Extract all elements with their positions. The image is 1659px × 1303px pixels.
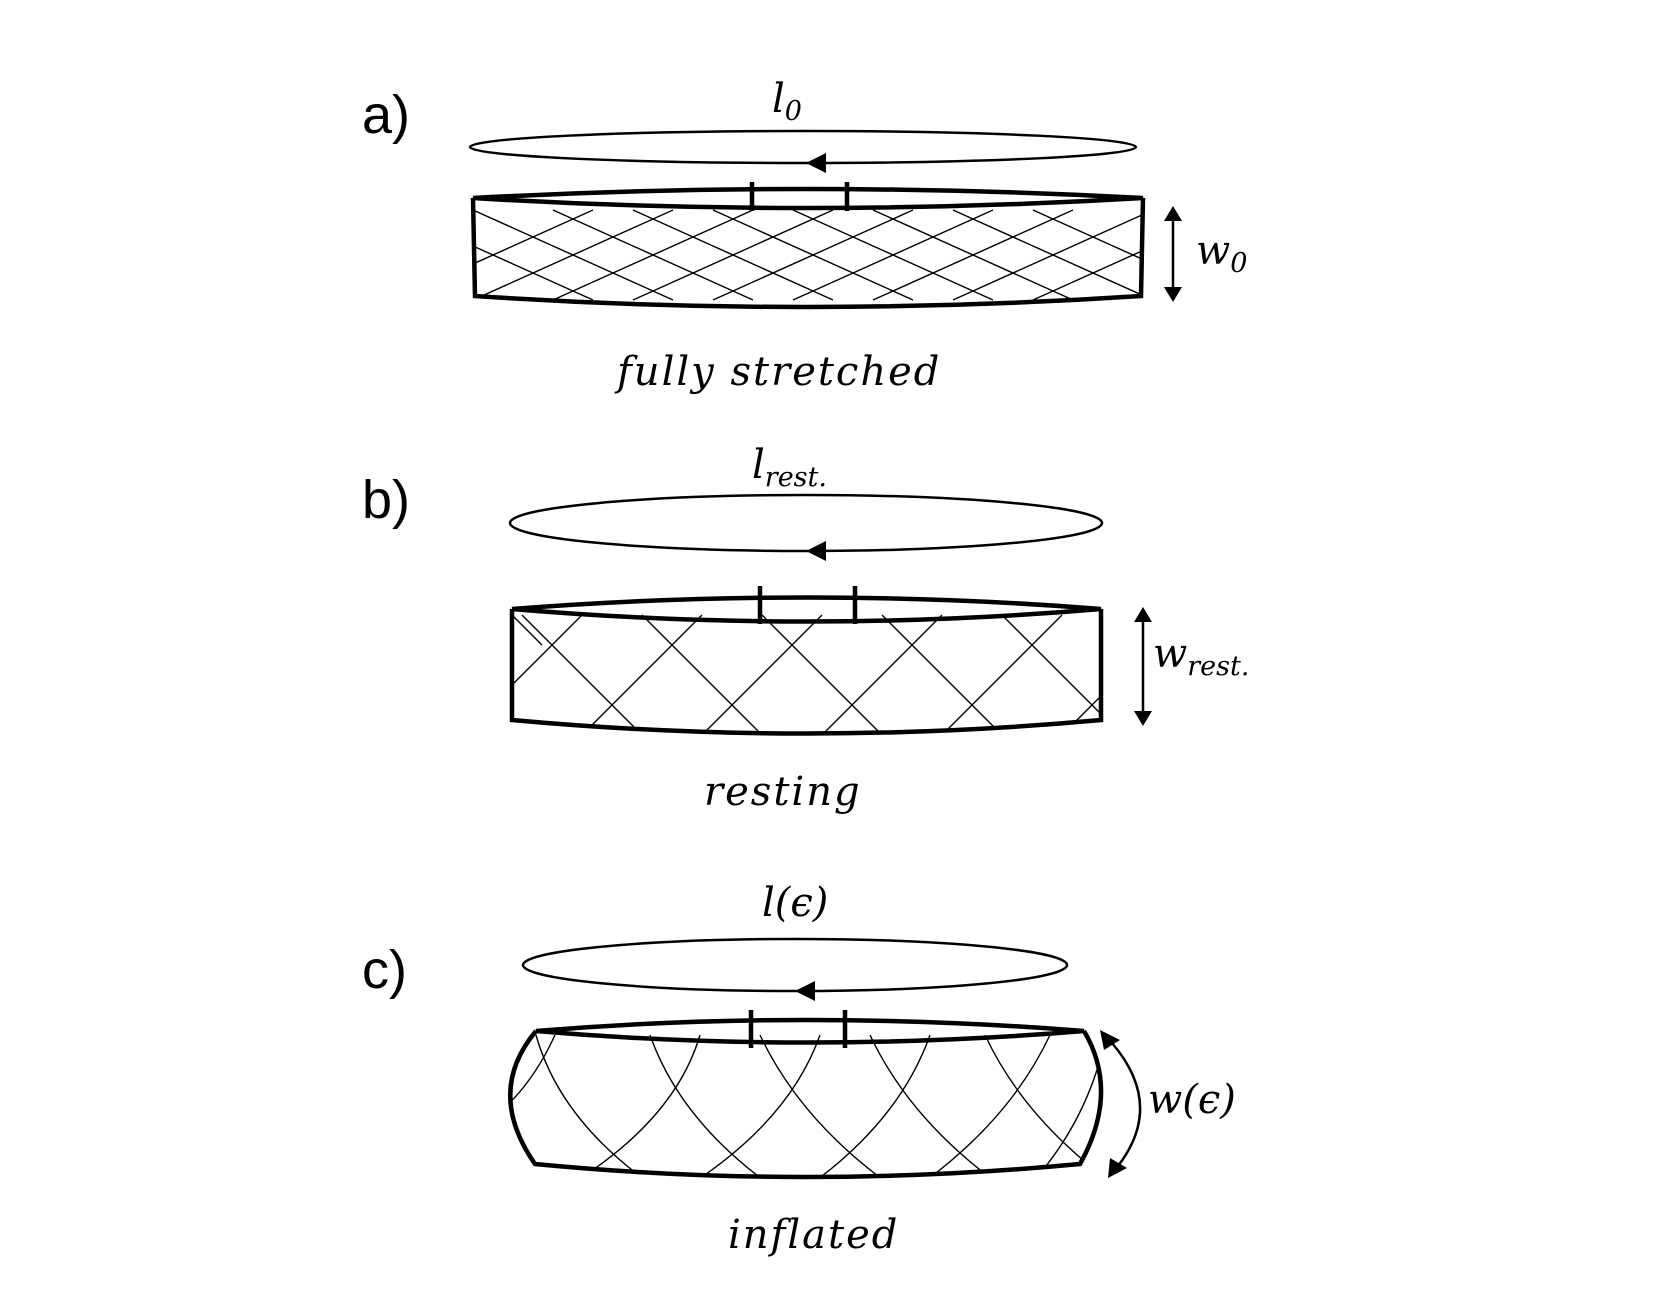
panel-c: c) l(ϵ) w(ϵ) inflated [362, 880, 1236, 1258]
panel-c-sleeve [508, 1010, 1104, 1180]
panel-b-length-label: lrest. [752, 442, 827, 493]
panel-b-braid-mesh [512, 614, 1101, 734]
panel-a-label: a) [362, 85, 410, 145]
panel-c-caption: inflated [728, 1212, 899, 1258]
panel-c-length-label: l(ϵ) [762, 880, 828, 926]
panel-a-width-label: w0 [1196, 228, 1247, 279]
panel-a-length-label: l0 [772, 76, 802, 127]
panel-b-width-arrow [1134, 607, 1152, 726]
panel-c-width-label: w(ϵ) [1148, 1077, 1236, 1123]
panel-a-sleeve [470, 182, 1146, 310]
panel-b-arrow-icon [806, 541, 826, 561]
panel-b-label: b) [362, 470, 410, 530]
panel-a-caption: fully stretched [614, 349, 941, 395]
panel-b-width-label: wrest. [1153, 631, 1249, 682]
panel-b: b) lrest. wrest. resting [362, 442, 1249, 815]
panel-c-braid-mesh [510, 1034, 1101, 1177]
panel-b-caption: resting [704, 769, 862, 815]
panel-a-arrow-icon [806, 153, 826, 173]
panel-a-length-loop [468, 129, 1138, 173]
panel-c-width-arrow [1100, 1030, 1142, 1178]
panel-c-length-loop [521, 937, 1069, 1001]
panel-a: a) l0 w0 fully stretched [362, 76, 1247, 395]
panel-b-length-loop [508, 493, 1104, 561]
panel-a-braid-mesh [473, 209, 1143, 301]
panel-c-arrow-icon [795, 981, 815, 1001]
panel-b-sleeve [509, 586, 1104, 736]
panel-c-label: c) [362, 940, 407, 1000]
panel-a-width-arrow [1164, 206, 1182, 302]
